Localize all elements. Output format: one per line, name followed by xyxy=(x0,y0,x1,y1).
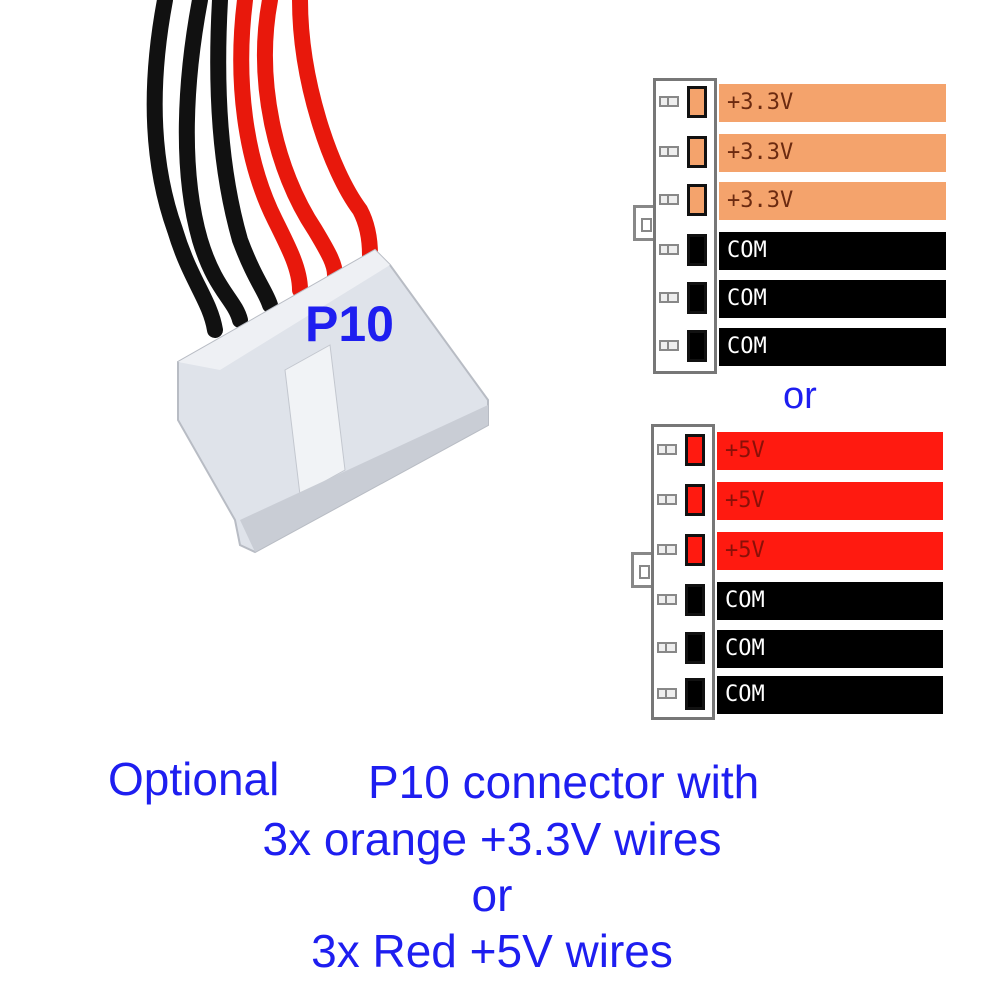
pin-slot-icon xyxy=(659,340,679,351)
connector-housing-outline xyxy=(653,78,717,374)
black-wire xyxy=(178,0,248,328)
pin-label: COM xyxy=(719,280,946,318)
red-wire xyxy=(233,0,308,298)
pin-slot-icon xyxy=(657,688,677,699)
p10-connector-photo xyxy=(146,0,489,554)
p10-label: P10 xyxy=(305,296,394,352)
pin-label: +5V xyxy=(717,532,943,570)
connector-latch xyxy=(633,205,653,241)
pin-slot-icon xyxy=(659,244,679,255)
pin-slot-icon xyxy=(657,444,677,455)
pin-slot-icon xyxy=(659,194,679,205)
black-wire xyxy=(146,0,223,338)
red-wire xyxy=(257,0,343,283)
pin-row: COM xyxy=(653,280,946,318)
connector-latch xyxy=(631,552,651,588)
pin-terminal xyxy=(685,632,705,664)
caption-line1: P10 connector with xyxy=(368,756,760,808)
wires xyxy=(146,0,378,338)
pin-label: +3.3V xyxy=(719,134,946,172)
pin-row: +3.3V xyxy=(653,182,946,220)
pin-label: +5V xyxy=(717,482,943,520)
caption-or: or xyxy=(471,869,513,921)
pin-terminal xyxy=(687,282,707,314)
pin-terminal xyxy=(687,330,707,362)
pin-label: +5V xyxy=(717,432,943,470)
pin-terminal xyxy=(685,678,705,710)
pin-terminal xyxy=(685,584,705,616)
pin-row: COM xyxy=(651,582,943,620)
pin-slot-icon xyxy=(659,146,679,157)
pin-label: +3.3V xyxy=(719,84,946,122)
pin-terminal xyxy=(685,534,705,566)
pin-terminal xyxy=(687,136,707,168)
pin-row: +5V xyxy=(651,532,943,570)
pin-row: +5V xyxy=(651,432,943,470)
pin-slot-icon xyxy=(657,544,677,555)
connector-housing xyxy=(177,248,489,554)
pin-row: COM xyxy=(653,232,946,270)
caption-optional: Optional xyxy=(108,753,280,805)
caption-line2: 3x orange +3.3V wires xyxy=(262,813,722,865)
pin-terminal xyxy=(687,86,707,118)
pin-terminal xyxy=(685,484,705,516)
pin-slot-icon xyxy=(657,594,677,605)
pin-row: +5V xyxy=(651,482,943,520)
or-separator: or xyxy=(783,375,817,417)
pin-slot-icon xyxy=(657,642,677,653)
pin-slot-icon xyxy=(659,96,679,107)
red-wire xyxy=(292,0,378,263)
pin-row: COM xyxy=(651,630,943,668)
pin-terminal xyxy=(685,434,705,466)
pin-terminal xyxy=(687,184,707,216)
pin-row: +3.3V xyxy=(653,134,946,172)
pin-label: COM xyxy=(717,582,943,620)
black-wire xyxy=(210,0,278,313)
caption-line4: 3x Red +5V wires xyxy=(311,925,673,977)
pin-terminal xyxy=(687,234,707,266)
pin-slot-icon xyxy=(657,494,677,505)
pin-label: COM xyxy=(719,232,946,270)
connector-housing-outline xyxy=(651,424,715,720)
pin-row: COM xyxy=(651,676,943,714)
pin-slot-icon xyxy=(659,292,679,303)
pin-row: +3.3V xyxy=(653,84,946,122)
pin-label: COM xyxy=(717,676,943,714)
pin-label: COM xyxy=(719,328,946,366)
pin-label: +3.3V xyxy=(719,182,946,220)
pin-row: COM xyxy=(653,328,946,366)
pin-label: COM xyxy=(717,630,943,668)
